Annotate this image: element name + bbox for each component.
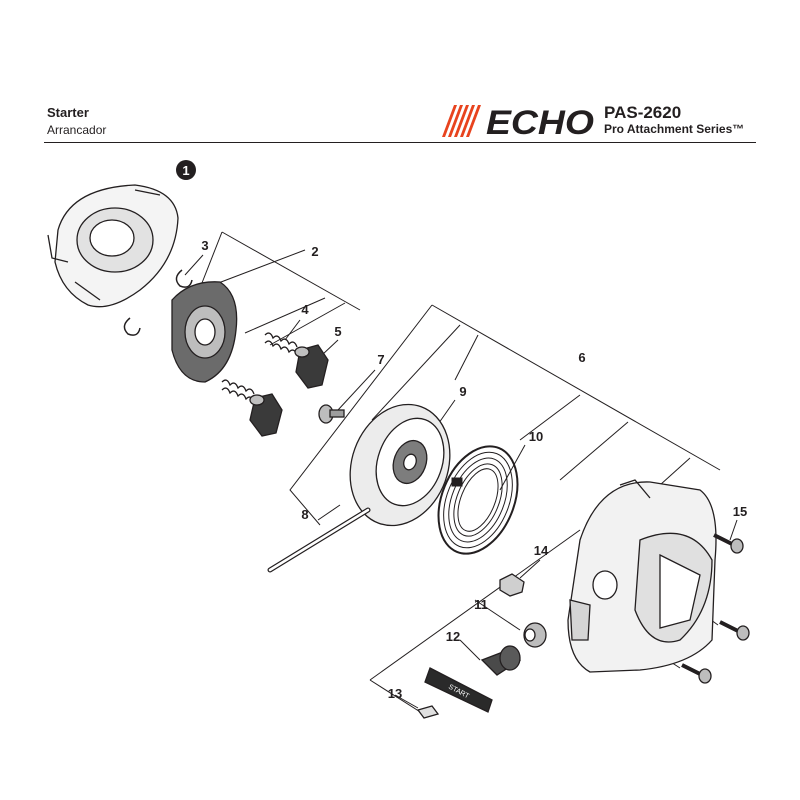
part-screw (318, 404, 345, 424)
callout-15: 15 (733, 504, 747, 519)
part-spring (221, 332, 298, 403)
echo-logo: ECHO (442, 104, 594, 139)
callout-7: 7 (377, 352, 384, 367)
leader-lines (184, 231, 738, 716)
part-reel (349, 403, 451, 527)
header-divider (44, 142, 756, 143)
callout-11: 11 (474, 597, 488, 612)
page-title: Starter (47, 105, 89, 120)
callout-5: 5 (334, 324, 341, 339)
page-subtitle: Arrancador (47, 123, 107, 137)
callout-9: 9 (459, 384, 466, 399)
part-grommet (523, 622, 547, 648)
callout-1: 1 (182, 163, 189, 178)
callout-12: 12 (446, 629, 460, 644)
callout-6: 6 (578, 350, 585, 365)
logo-wordmark: ECHO (486, 104, 594, 139)
series-name: Pro Attachment Series™ (604, 122, 745, 136)
part-handle: START (424, 645, 522, 713)
part-starter-cover (47, 184, 179, 308)
callout-14: 14 (534, 543, 549, 558)
part-recoil-spring (437, 445, 519, 555)
callout-3: 3 (201, 238, 208, 253)
part-nut (499, 573, 525, 597)
callout-8: 8 (301, 507, 308, 522)
logo-stripes-icon (442, 105, 481, 137)
part-pawl (249, 344, 329, 437)
callout-10: 10 (529, 429, 543, 444)
part-bolt (681, 533, 750, 684)
callout-2: 2 (311, 244, 318, 259)
part-starter-case (567, 479, 717, 673)
part-clip (123, 269, 193, 336)
part-rope (267, 507, 371, 573)
model-number: PAS-2620 (604, 103, 682, 122)
callout-13: 13 (388, 686, 402, 701)
callout-4: 4 (301, 302, 309, 317)
callout-1-marker-icon (176, 160, 196, 180)
part-ratchet (171, 281, 238, 383)
part-small-clip (416, 705, 440, 719)
